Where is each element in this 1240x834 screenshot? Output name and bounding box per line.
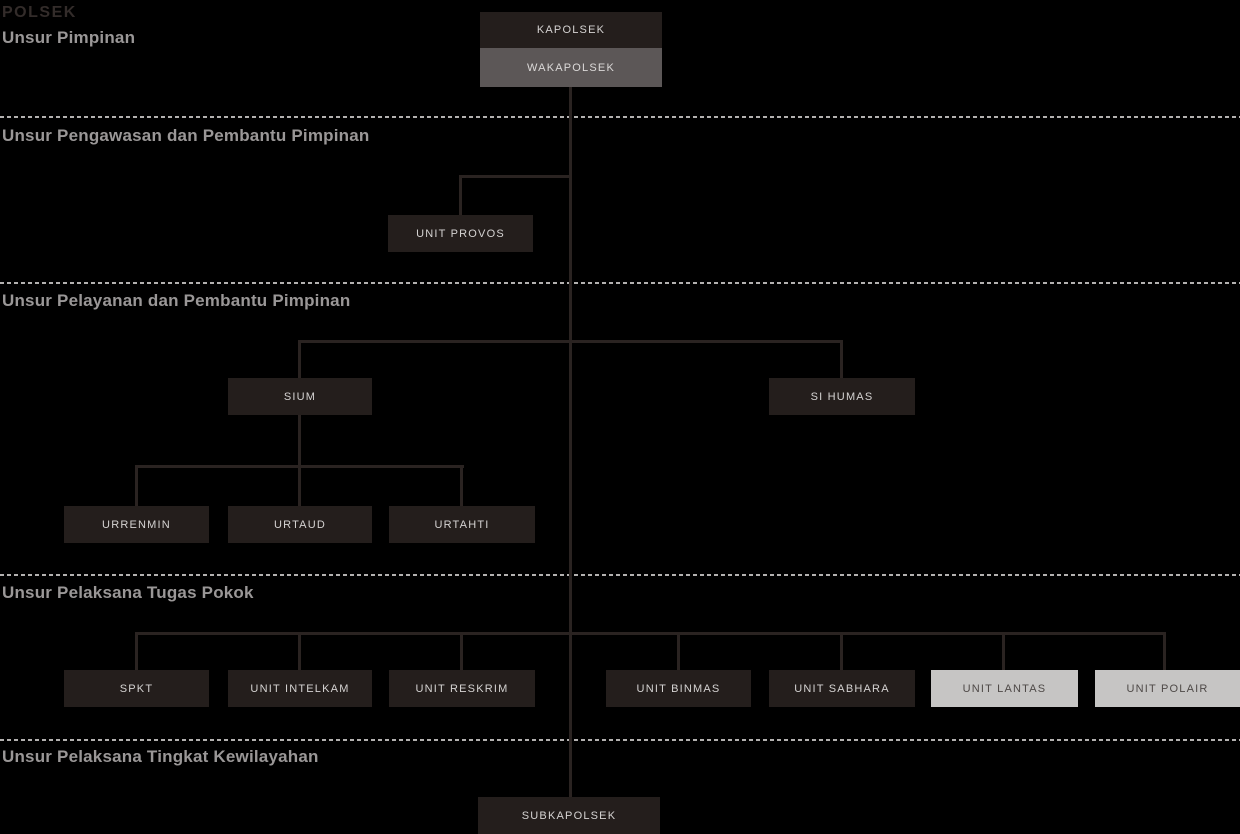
node-unit-polair: UNIT POLAIR xyxy=(1095,670,1240,707)
section-separator-1 xyxy=(0,116,1240,118)
section-label-unsur-pelaksana-kewilayahan: Unsur Pelaksana Tingkat Kewilayahan xyxy=(2,747,319,766)
section-separator-4 xyxy=(0,739,1240,741)
page-title: POLSEK xyxy=(2,4,77,21)
node-spkt: SPKT xyxy=(64,670,209,707)
node-si-humas: SI HUMAS xyxy=(769,378,915,415)
node-subkapolsek-label: SUBKAPOLSEK xyxy=(521,809,617,822)
section-separator-3 xyxy=(0,574,1240,576)
node-wakapolsek: WAKAPOLSEK xyxy=(480,48,662,87)
node-unit-provos-label: UNIT PROVOS xyxy=(416,227,505,240)
connector-spkt-drop xyxy=(135,632,138,670)
connector-urtahti-drop xyxy=(460,465,463,506)
connector-row2-bus xyxy=(298,340,843,343)
node-unit-lantas: UNIT LANTAS xyxy=(931,670,1078,707)
node-urtaud-label: URTAUD xyxy=(273,518,327,531)
node-urrenmin-label: URRENMIN xyxy=(102,518,171,531)
node-unit-provos: UNIT PROVOS xyxy=(388,215,533,252)
node-unit-binmas: UNIT BINMAS xyxy=(606,670,751,707)
connector-binmas-drop xyxy=(677,632,680,670)
connector-intelkam-drop xyxy=(298,632,301,670)
node-unit-reskrim: UNIT RESKRIM xyxy=(389,670,535,707)
node-urrenmin: URRENMIN xyxy=(64,506,209,543)
node-sium: SIUM xyxy=(228,378,372,415)
connector-polair-drop xyxy=(1163,632,1166,670)
node-unit-polair-label: UNIT POLAIR xyxy=(1126,682,1209,695)
connector-sium-drop xyxy=(298,340,301,378)
node-unit-intelkam: UNIT INTELKAM xyxy=(228,670,372,707)
node-urtahti-label: URTAHTI xyxy=(434,518,490,531)
node-urtaud: URTAUD xyxy=(228,506,372,543)
connector-lantas-drop xyxy=(1002,632,1005,670)
node-unit-binmas-label: UNIT BINMAS xyxy=(636,682,721,695)
node-wakapolsek-label: WAKAPOLSEK xyxy=(526,61,615,74)
section-separator-2 xyxy=(0,282,1240,284)
connector-provos-drop xyxy=(459,175,462,215)
connector-provos-horizontal xyxy=(459,175,572,178)
connector-reskrim-drop xyxy=(460,632,463,670)
connector-urrenmin-drop xyxy=(135,465,138,506)
connector-sabhara-drop xyxy=(840,632,843,670)
node-unit-intelkam-label: UNIT INTELKAM xyxy=(250,682,350,695)
node-kapolsek: KAPOLSEK xyxy=(480,12,662,48)
node-unit-sabhara-label: UNIT SABHARA xyxy=(794,682,890,695)
section-label-unsur-pelayanan: Unsur Pelayanan dan Pembantu Pimpinan xyxy=(2,291,351,310)
connector-sium-stub xyxy=(298,415,301,467)
node-kapolsek-label: KAPOLSEK xyxy=(536,24,606,36)
node-si-humas-label: SI HUMAS xyxy=(810,390,874,403)
node-unit-reskrim-label: UNIT RESKRIM xyxy=(415,682,509,695)
node-subkapolsek: SUBKAPOLSEK xyxy=(478,797,660,834)
node-sium-label: SIUM xyxy=(283,390,317,403)
node-unit-lantas-label: UNIT LANTAS xyxy=(962,682,1047,695)
section-label-unsur-pengawasan: Unsur Pengawasan dan Pembantu Pimpinan xyxy=(2,126,370,145)
node-spkt-label: SPKT xyxy=(119,682,154,695)
connector-main-vertical xyxy=(569,86,572,797)
node-urtahti: URTAHTI xyxy=(389,506,535,543)
connector-sihumas-drop xyxy=(840,340,843,378)
section-label-unsur-pimpinan: Unsur Pimpinan xyxy=(2,28,136,47)
section-label-unsur-pelaksana-tugas-pokok: Unsur Pelaksana Tugas Pokok xyxy=(2,583,254,602)
node-unit-sabhara: UNIT SABHARA xyxy=(769,670,915,707)
connector-urtaud-drop xyxy=(298,465,301,506)
connector-row4-bus xyxy=(135,632,1166,635)
